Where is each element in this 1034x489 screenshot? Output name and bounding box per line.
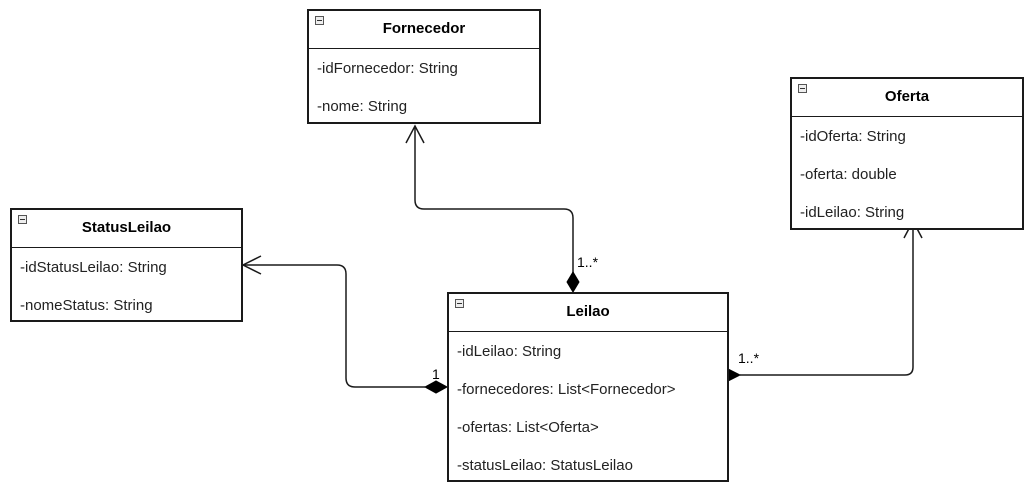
attribute: -idStatusLeilao: String [20,259,167,276]
class-name: Leilao [566,303,610,320]
composition-diamond-status [423,380,449,394]
class-statusleilao[interactable]: StatusLeilao -idStatusLeilao: String -no… [10,208,243,322]
collapse-icon[interactable] [798,84,807,93]
attribute: -oferta: double [800,166,897,183]
multiplicity-label-oferta: 1..* [738,350,760,366]
attribute: -ofertas: List<Oferta> [457,419,599,436]
attribute: -idLeilao: String [457,343,562,360]
open-arrowhead-fornecedor [405,124,425,144]
attribute: -idOferta: String [800,128,906,145]
attribute: -idLeilao: String [800,204,905,221]
class-fornecedor[interactable]: Fornecedor -idFornecedor: String -nome: … [307,9,541,124]
collapse-icon[interactable] [315,16,324,25]
class-header-oferta[interactable]: Oferta [792,79,1022,117]
class-header-statusleilao[interactable]: StatusLeilao [12,210,241,248]
collapse-icon[interactable] [455,299,464,308]
class-leilao[interactable]: Leilao -idLeilao: String -fornecedores: … [447,292,729,482]
composition-diamond-fornecedor [566,271,580,293]
class-name: StatusLeilao [81,219,172,236]
attribute: -nome: String [317,98,408,115]
class-name: Fornecedor [382,20,466,37]
open-arrowhead-status [241,255,262,275]
multiplicity-label-status: 1 [432,366,440,382]
attribute: -fornecedores: List<Fornecedor> [457,381,676,398]
multiplicity-label-fornecedor: 1..* [577,254,599,270]
class-name: Oferta [884,88,930,105]
association-line-leilao-fornecedor [414,127,574,277]
attribute: -statusLeilao: StatusLeilao [457,457,633,474]
association-line-leilao-status [244,264,425,388]
attribute: -idFornecedor: String [317,60,458,77]
attribute: -nomeStatus: String [20,297,153,314]
class-header-leilao[interactable]: Leilao [449,294,727,332]
association-line-leilao-oferta [740,222,914,376]
class-header-fornecedor[interactable]: Fornecedor [309,11,539,49]
class-oferta[interactable]: Oferta -idOferta: String -oferta: double… [790,77,1024,230]
collapse-icon[interactable] [18,215,27,224]
